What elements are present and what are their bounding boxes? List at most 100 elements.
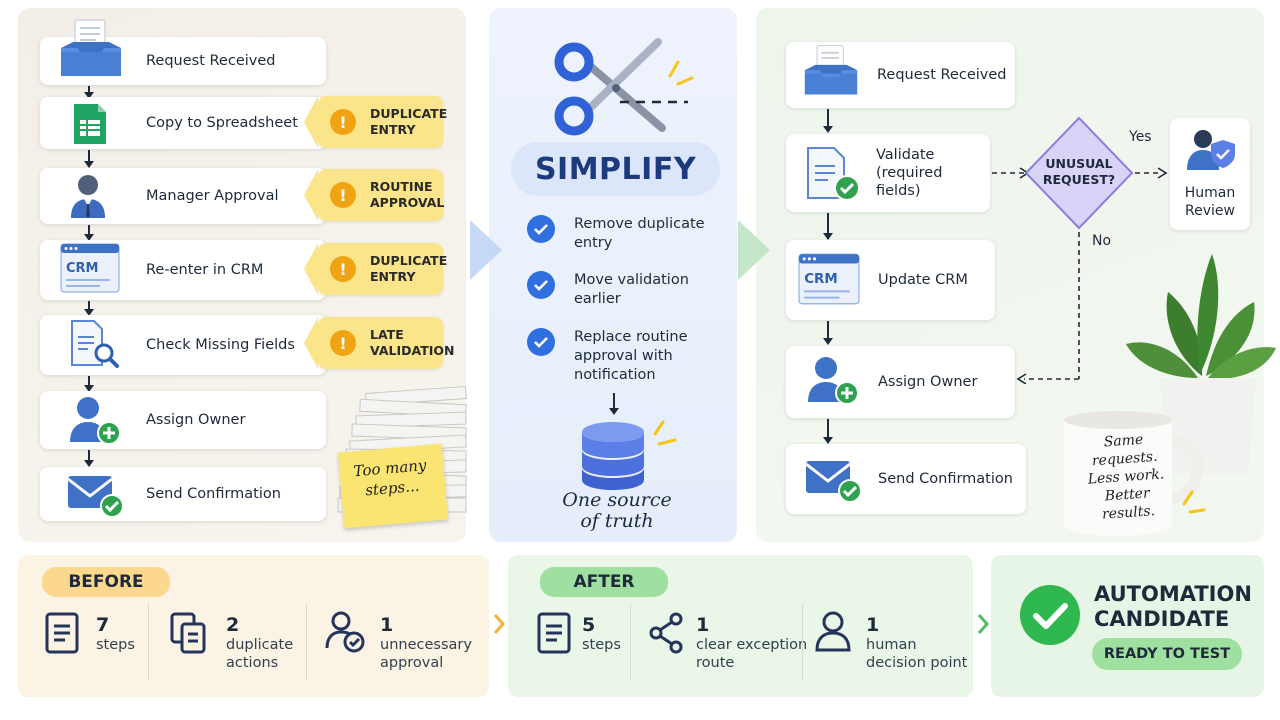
sticky-note: Too many steps... [337,443,449,529]
chevron-right-icon [734,214,774,286]
simplify-item-text: approval with [574,348,673,364]
warning-icon: ! [330,256,356,282]
flag-text: ROUTINE [370,179,433,194]
metric-desc: steps [96,637,135,653]
before-summary-label: BEFORE [42,567,170,597]
flow-arrow [84,225,94,241]
user-add-icon [66,394,122,446]
metric-number: 5 [582,614,596,636]
step-label: Copy to Spreadsheet [146,115,298,131]
metric-desc: human [866,637,917,653]
document-check-icon [804,146,862,202]
simplify-item-text: earlier [574,291,621,307]
document-search-icon [66,319,120,369]
decision-no-label: No [1092,233,1112,249]
step-label: Re-enter in CRM [146,262,264,278]
inbox-tray-icon [802,44,860,98]
decision-yes-label: Yes [1129,129,1152,145]
step-label: Send Confirmation [146,486,281,502]
step-sublabel: (required fields) [876,165,943,199]
metric-desc: clear exception [696,637,808,653]
simplify-item: Remove duplicate entry [527,215,705,253]
before-metric-approval: 1 unnecessary approval [380,614,472,672]
chevron-right-icon [976,612,990,636]
metric-number: 2 [226,614,240,636]
flow-arrow [84,450,94,467]
simplify-item-text: notification [574,367,656,383]
step-label: Update CRM [878,272,968,288]
result-title: AUTOMATION CANDIDATE [1094,582,1252,632]
source-of-truth-note: One source of truth [562,490,672,532]
warning-icon: ! [330,330,356,356]
step-label: Request Received [146,53,276,69]
simplify-item-text: Remove duplicate [574,216,705,232]
flow-arrow [823,213,833,240]
coffee-mug-icon [1060,408,1210,538]
metric-desc: decision point [866,655,968,671]
step-label: Check Missing Fields [146,337,295,353]
spreadsheet-icon [70,102,110,146]
svg-text:CRM: CRM [804,272,838,287]
user-check-icon [324,610,366,654]
metric-divider [306,604,307,680]
flow-arrow [823,419,833,444]
ready-to-test-badge: READY TO TEST [1092,638,1242,670]
checklist-icon [44,612,80,654]
metric-divider [630,604,631,680]
after-metric-steps: 5 steps [582,614,621,654]
metric-desc: route [696,655,735,671]
simplify-title: SIMPLIFY [534,151,697,187]
before-metric-duplicates: 2 duplicate actions [226,614,293,672]
check-circle-icon [1018,583,1082,647]
simplify-item-text: entry [574,235,613,251]
flag-text: VALIDATION [370,343,455,358]
metric-divider [148,604,149,680]
flow-arrow [609,393,619,415]
user-shield-icon [1183,128,1237,176]
after-summary-label: AFTER [540,567,668,597]
flow-arrow [84,86,94,99]
scissors-icon [550,36,696,138]
decision-connectors [990,114,1180,384]
step-label: Validate [876,147,935,163]
flag-text: DUPLICATE [370,253,448,268]
step-label: Assign Owner [878,374,978,390]
metric-number: 1 [866,614,880,636]
warning-icon: ! [330,109,356,135]
simplify-item: Move validation earlier [527,271,689,309]
result-title-line: CANDIDATE [1094,607,1230,631]
mug-note: Same requests. Less work. Better results… [1075,429,1177,525]
check-icon [527,271,555,299]
simplify-item-text: Move validation [574,272,689,288]
result-title-line: AUTOMATION [1094,582,1252,606]
flow-arrow [823,109,833,133]
envelope-check-icon [66,472,126,520]
source-note-text: of truth [580,510,654,532]
user-icon [814,610,852,652]
flag-text: LATE [370,327,404,342]
svg-text:CRM: CRM [66,261,99,276]
flag-text: APPROVAL [370,195,445,210]
chevron-right-icon [466,214,506,286]
crm-window-icon: CRM [60,243,120,293]
database-icon [575,418,681,490]
flag-text: ENTRY [370,269,416,284]
check-icon [527,328,555,356]
manager-icon [68,172,108,220]
crm-window-icon: CRM [798,252,860,306]
decision-diamond [1024,116,1134,230]
mug-note-text: Better results. [1101,485,1156,523]
after-metric-decision: 1 human decision point [866,614,967,672]
flow-arrow [84,301,94,316]
chevron-right-icon [492,612,506,636]
flow-arrow [84,150,94,168]
checklist-icon [536,612,572,654]
check-icon [527,215,555,243]
envelope-check-icon [804,456,864,506]
human-review-label: Human [1184,185,1236,201]
simplify-title-pill: SIMPLIFY [511,142,720,196]
warning-icon: ! [330,182,356,208]
